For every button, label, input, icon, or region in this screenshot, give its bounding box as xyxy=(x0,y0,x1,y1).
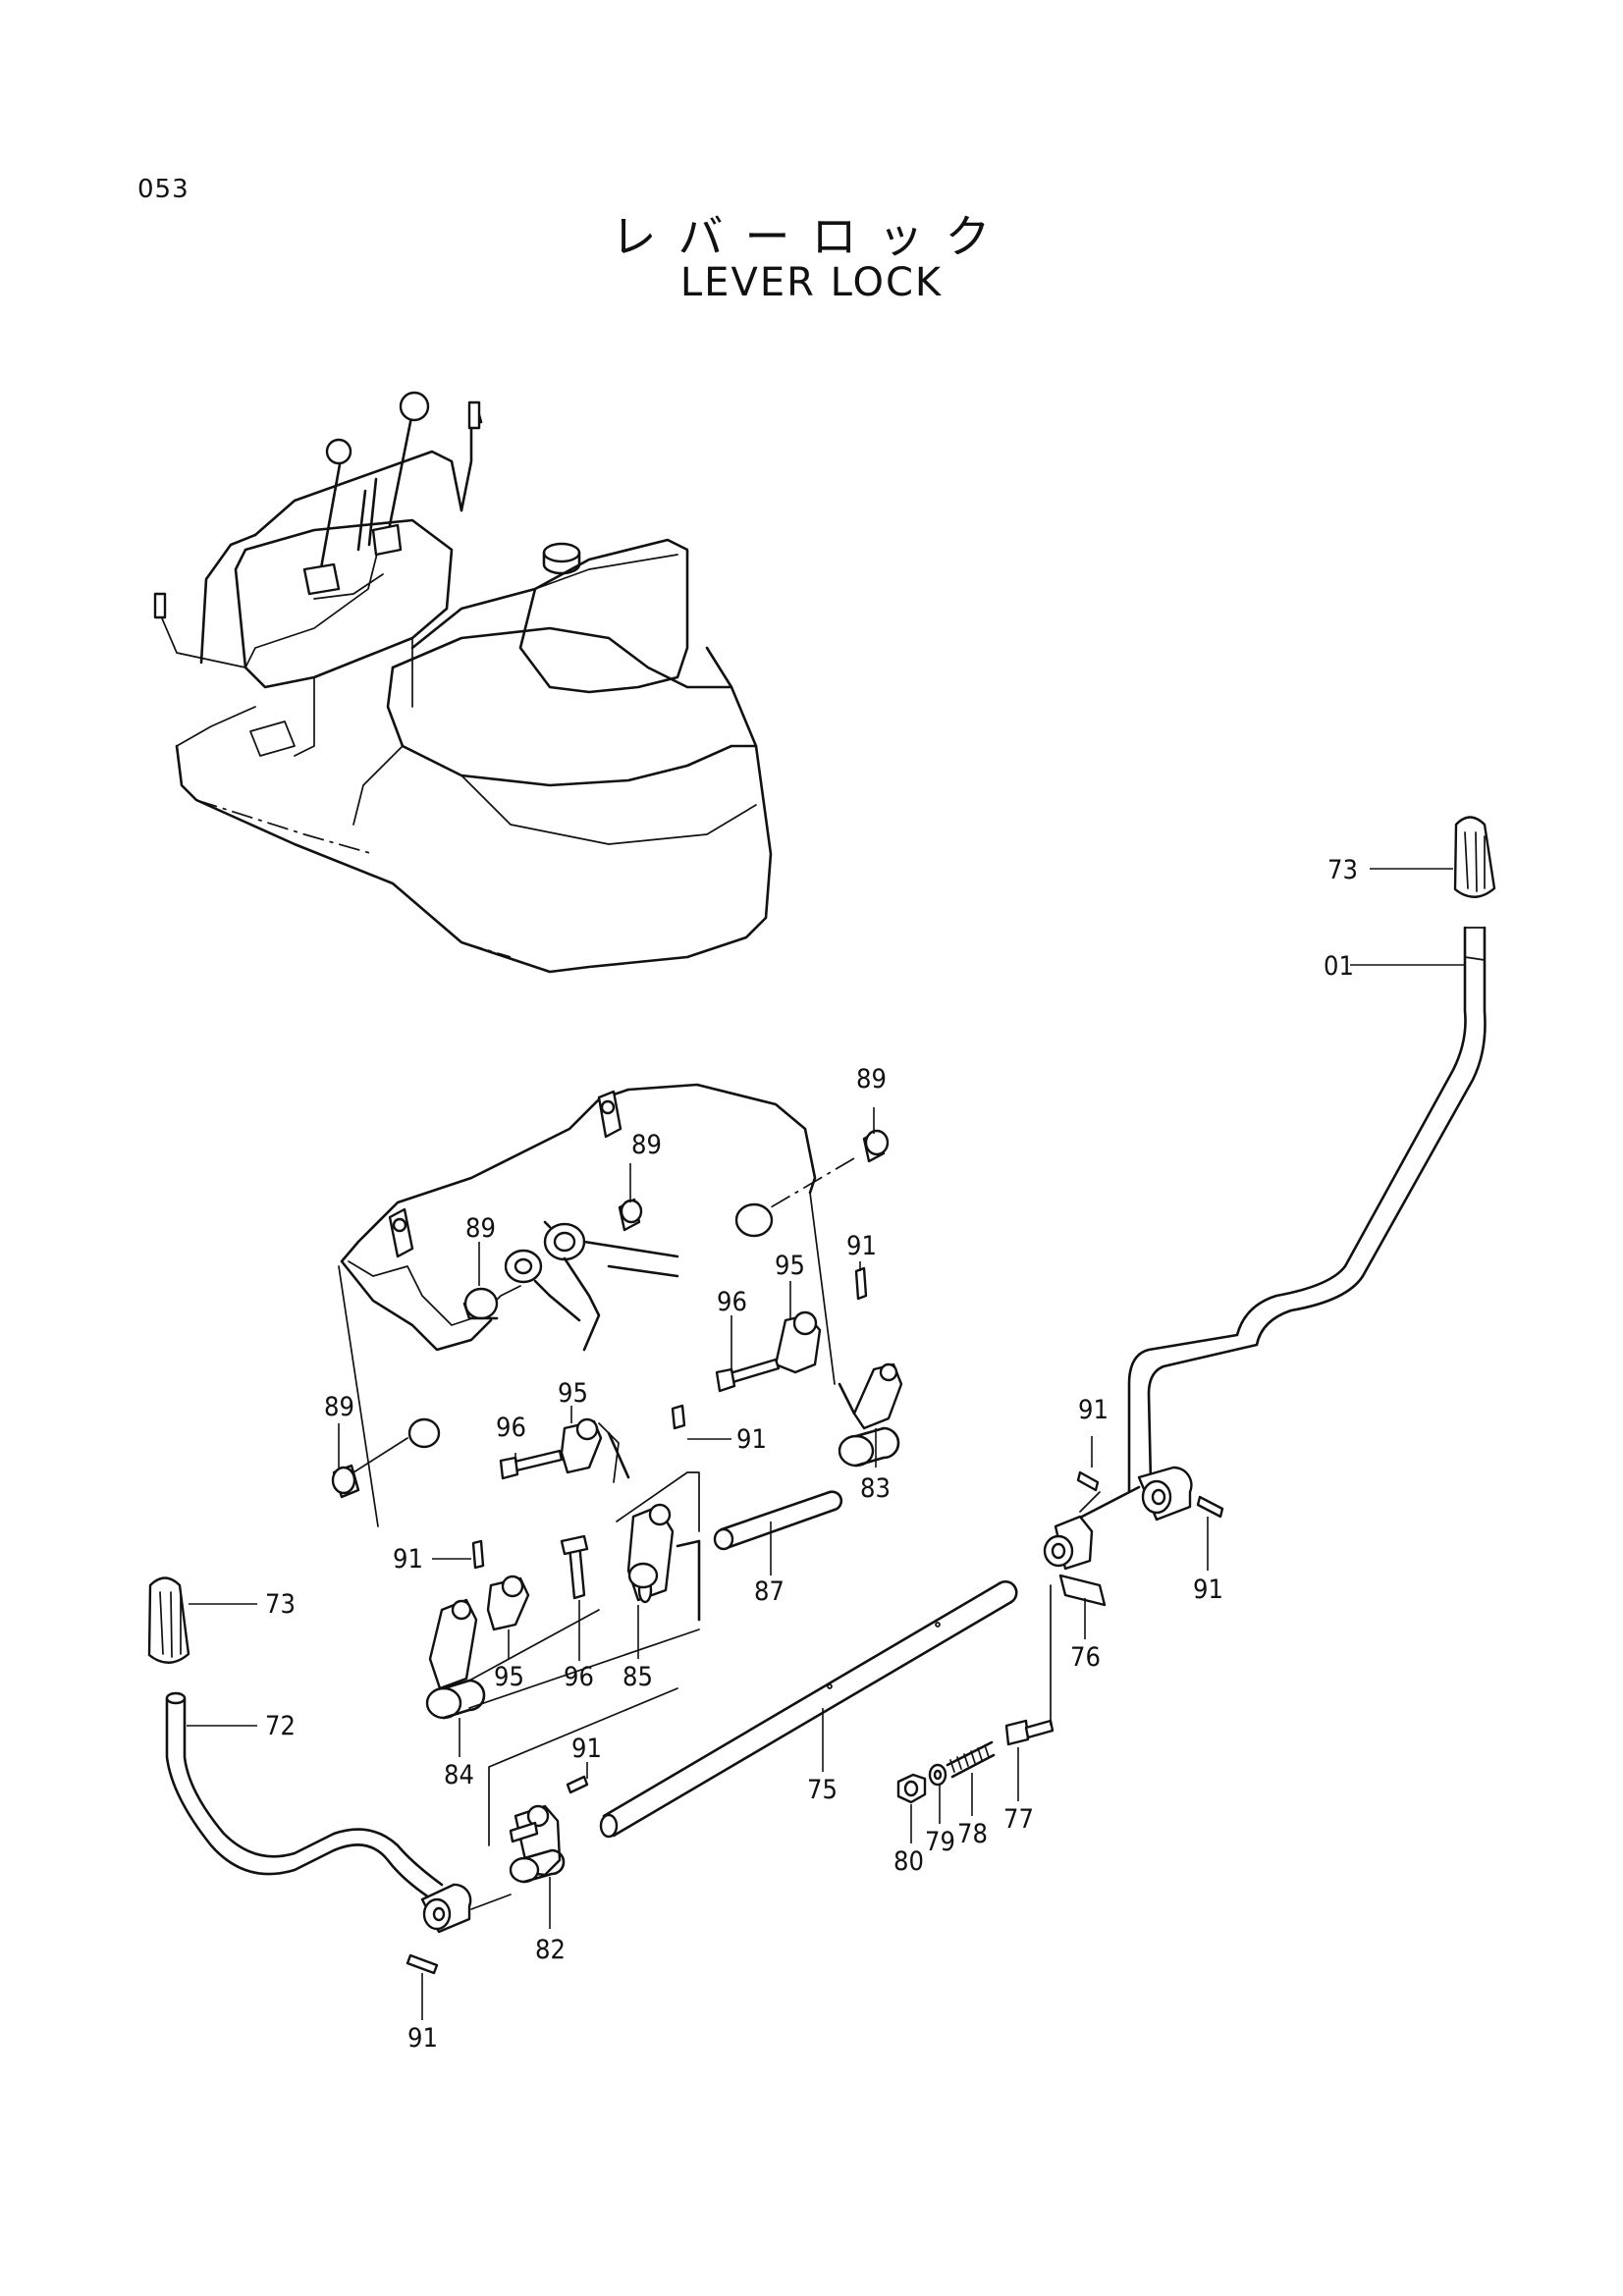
leader-lines xyxy=(187,868,1465,2020)
callout-72: 72 xyxy=(265,1711,296,1741)
callout-91-lower: 91 xyxy=(571,1734,602,1764)
callout-91-right-upper: 91 xyxy=(1078,1395,1109,1425)
seat-overview-illustration xyxy=(153,391,773,974)
callout-95-upper: 95 xyxy=(775,1251,805,1281)
callout-84: 84 xyxy=(444,1760,474,1790)
callout-75: 75 xyxy=(807,1775,838,1805)
callout-91-upper: 91 xyxy=(846,1231,877,1261)
page-number: 053 xyxy=(137,175,189,204)
middle-link-mechanism xyxy=(425,1266,903,1720)
lock-bracket-frame xyxy=(338,1083,836,1527)
callout-85: 85 xyxy=(622,1662,653,1692)
part-callouts: 73 01 89 89 89 89 91 95 96 83 87 91 95 9… xyxy=(265,855,1358,2054)
bushings-89 xyxy=(331,1129,890,1499)
callout-96-lower: 96 xyxy=(564,1662,594,1692)
callout-80: 80 xyxy=(893,1846,924,1877)
callout-89-left: 89 xyxy=(324,1392,354,1422)
callout-73-right: 73 xyxy=(1327,855,1358,885)
callout-87: 87 xyxy=(754,1576,784,1607)
callout-96-upper: 96 xyxy=(717,1287,747,1317)
callout-79: 79 xyxy=(925,1827,955,1857)
callout-95-mid: 95 xyxy=(558,1378,588,1409)
callout-82: 82 xyxy=(535,1935,566,1965)
callout-76: 76 xyxy=(1070,1642,1101,1673)
callout-77: 77 xyxy=(1003,1804,1034,1835)
callout-89-upper: 89 xyxy=(631,1130,662,1160)
title-english: LEVER LOCK xyxy=(679,260,944,305)
callout-91-left: 91 xyxy=(393,1544,423,1575)
callout-78: 78 xyxy=(957,1819,988,1849)
callout-89-top: 89 xyxy=(856,1064,887,1095)
lever-72-assembly xyxy=(147,1576,678,1975)
title-japanese: レバーロック xyxy=(611,210,1012,263)
callout-91-right: 91 xyxy=(1193,1575,1223,1605)
callout-83: 83 xyxy=(860,1473,891,1504)
callout-91-mid: 91 xyxy=(736,1424,767,1455)
shaft-75-and-fasteners xyxy=(599,1470,1141,1839)
callout-73-left: 73 xyxy=(265,1589,296,1620)
callout-91-bottom: 91 xyxy=(407,2023,438,2054)
lever-01-assembly xyxy=(1127,816,1496,1522)
callout-96-mid: 96 xyxy=(496,1413,526,1443)
callout-89-mid: 89 xyxy=(465,1213,496,1244)
callout-95-lower: 95 xyxy=(494,1662,524,1692)
callout-01: 01 xyxy=(1324,951,1354,982)
